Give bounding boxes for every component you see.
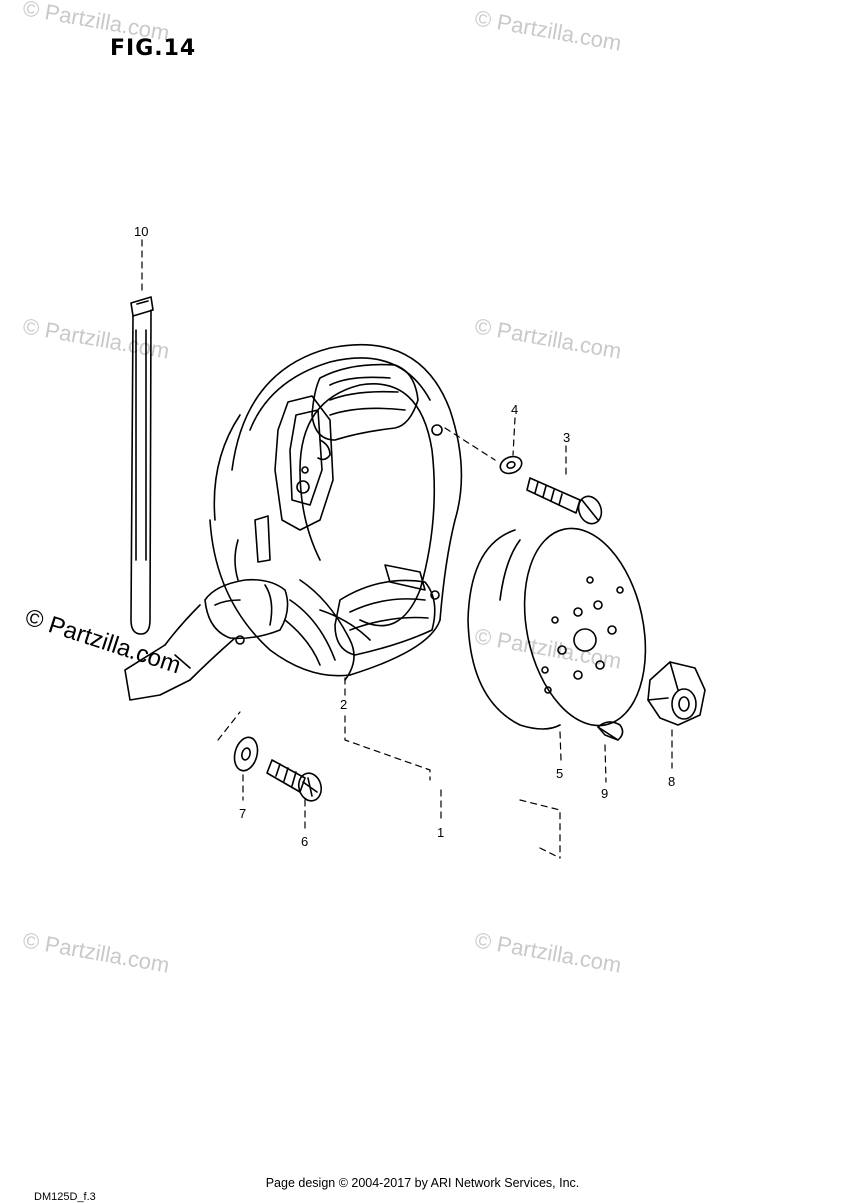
callout-5: 5 bbox=[556, 766, 564, 781]
footer-copyright: Page design © 2004-2017 by ARI Network S… bbox=[265, 1176, 580, 1190]
callout-3: 3 bbox=[563, 430, 571, 445]
nut-part-8 bbox=[647, 661, 706, 726]
callout-10: 10 bbox=[134, 224, 149, 239]
washer-part-4 bbox=[499, 455, 523, 475]
callout-6: 6 bbox=[301, 834, 309, 849]
callout-2: 2 bbox=[340, 697, 348, 712]
flywheel-rotor-part-5 bbox=[467, 527, 647, 730]
screw-part-3 bbox=[526, 477, 603, 525]
figure-title: FIG.14 bbox=[110, 36, 197, 61]
callout-4: 4 bbox=[511, 402, 519, 417]
woodruff-key-part-9 bbox=[597, 721, 624, 741]
screw-part-6 bbox=[266, 759, 323, 802]
callout-9: 9 bbox=[601, 786, 609, 801]
cable-tie-part bbox=[130, 296, 154, 635]
callout-8: 8 bbox=[668, 774, 676, 789]
leader-lines bbox=[141, 239, 673, 859]
stator-base-plate bbox=[124, 343, 463, 701]
diagram-code: DM125D_f.3 bbox=[34, 1191, 96, 1203]
washer-part-7 bbox=[233, 736, 259, 772]
callout-1: 1 bbox=[437, 825, 445, 840]
callout-7: 7 bbox=[239, 806, 247, 821]
